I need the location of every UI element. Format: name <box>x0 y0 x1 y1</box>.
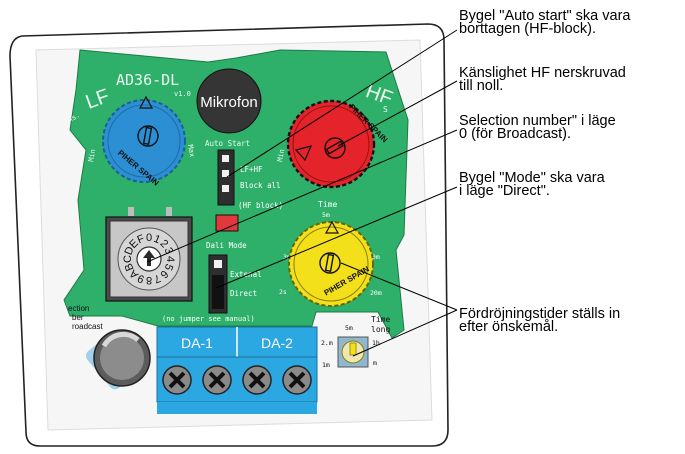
rotary-digit: 4 <box>164 256 176 262</box>
dali-note: (no jumper see manual) <box>162 315 255 323</box>
callout-mode-jumper: Bygel "Mode" ska vara i läge "Direct". <box>459 170 605 199</box>
lf-min-label: Min <box>87 148 97 162</box>
rotary-digit: 5 <box>162 262 175 272</box>
rotary-digit: D <box>123 245 137 257</box>
time-knob-title: Time <box>318 200 337 209</box>
rotary-digit: 3 <box>162 246 175 256</box>
rotary-digit: 9 <box>136 272 146 285</box>
screw-slot <box>288 371 306 389</box>
callout-selection-number: Selection number" i läge 0 (för Broadcas… <box>459 113 616 142</box>
time-mark-10m: 10m <box>368 253 380 261</box>
time-switch-2m: 2.m <box>321 339 333 347</box>
hf-min-label: Min <box>276 148 286 162</box>
terminal-label-da2: DA-2 <box>261 335 293 351</box>
lf-sensitivity-knob[interactable]: PIHER SPAIN <box>102 95 186 188</box>
auto-start-option-block: Block all <box>240 181 281 190</box>
time-switch-sub: long <box>371 325 390 334</box>
time-switch-m: m <box>373 359 377 367</box>
dali-mode-title: Dali Mode <box>206 241 247 250</box>
rotary-pin <box>166 207 172 216</box>
callout-auto-start: Bygel "Auto start" ska vara borttagen (H… <box>459 8 631 37</box>
auto-start-option-lfhf: LF+HF <box>240 165 263 174</box>
dali-option-external: Extenal <box>230 270 262 279</box>
screw-slot <box>168 371 186 389</box>
selection-text-3: roadcast <box>72 322 103 331</box>
time-mark-5m: 5m <box>322 211 330 219</box>
time-delay-knob[interactable]: PIHER SPAIN <box>288 220 374 307</box>
rotary-digit: B <box>123 261 137 272</box>
time-switch-title: Time <box>371 315 390 324</box>
rotary-digit: 0 <box>146 232 152 244</box>
red-jumper[interactable] <box>215 214 239 232</box>
hf-side-label: S <box>383 105 388 114</box>
callout-hf-sensitivity: Känslighet HF nerskruvad till noll. <box>459 65 626 94</box>
time-switch-1h: 1h <box>372 339 380 347</box>
hf-sensitivity-knob[interactable]: PIHER SPAIN <box>286 99 389 189</box>
screw-slot <box>248 371 266 389</box>
callout-delay-times: Fördröjningstider ställs in efter önskem… <box>459 306 621 335</box>
rotary-digit: 7 <box>152 272 162 285</box>
time-mark-3m: 3m <box>283 253 291 261</box>
time-mark-20m: 20m <box>370 289 382 297</box>
cable-gland <box>85 329 151 390</box>
selection-text-2: ber <box>72 313 84 322</box>
version-label: v1.0 <box>174 90 191 98</box>
microphone <box>196 68 262 134</box>
selection-text-1: ection <box>68 304 89 313</box>
auto-start-title: Auto Start <box>205 139 250 148</box>
dali-mode-jumper[interactable] <box>208 254 228 314</box>
leader-lines <box>146 29 458 357</box>
auto-start-jumper[interactable] <box>217 149 235 206</box>
screw-slot <box>208 371 226 389</box>
microphone-label: Mikrofon <box>200 94 258 111</box>
time-mark-2s: 2s <box>279 288 287 296</box>
dali-option-direct: Direct <box>230 289 257 298</box>
lf-max-label: Max <box>186 144 196 158</box>
rotary-digit: 8 <box>146 274 152 286</box>
rotary-digit: F <box>136 233 147 247</box>
time-switch-1m: 1m <box>322 361 330 369</box>
rotary-digit: 1 <box>152 233 162 246</box>
terminal-label-da1: DA-1 <box>181 335 213 351</box>
rotary-pin <box>128 207 134 216</box>
model-label: AD36-DL <box>116 71 179 89</box>
time-switch[interactable] <box>337 336 369 368</box>
auto-start-option-hfblock: (HF block) <box>238 201 283 210</box>
rotary-digit: C <box>122 255 134 263</box>
time-switch-5m: 5m <box>345 324 353 332</box>
